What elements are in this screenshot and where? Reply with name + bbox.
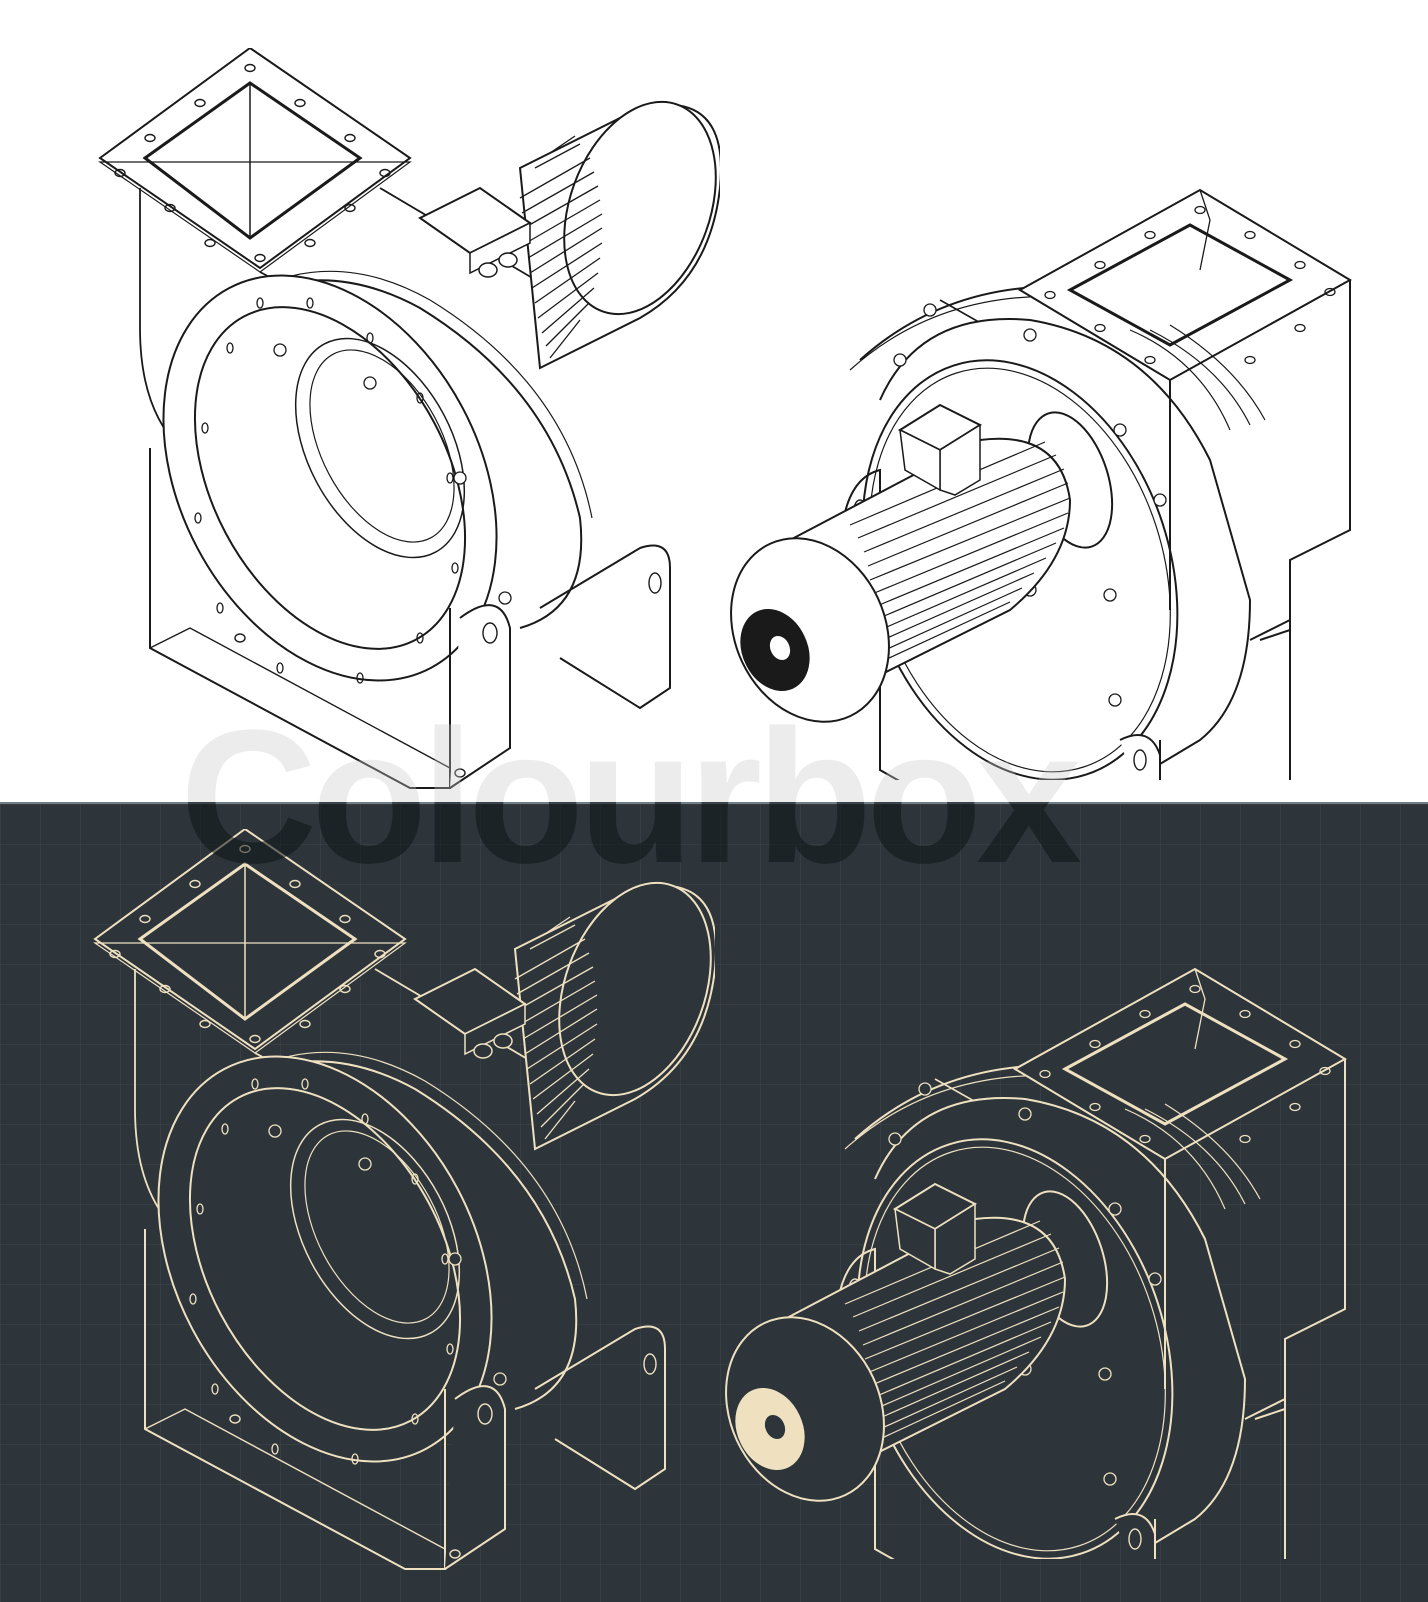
centrifugal-fan-motor-icon — [725, 969, 1345, 1559]
fan-motor-view-light — [730, 180, 1380, 780]
dark-blueprint-panel — [0, 802, 1428, 1602]
fan-inlet-view-dark — [75, 829, 715, 1589]
centrifugal-fan-icon — [96, 48, 720, 788]
centrifugal-fan-icon — [91, 829, 715, 1569]
light-panel — [96, 48, 1380, 788]
fan-motor-view-dark — [725, 959, 1375, 1559]
fan-inlet-view-light — [80, 48, 720, 808]
centrifugal-fan-motor-icon — [730, 190, 1350, 780]
